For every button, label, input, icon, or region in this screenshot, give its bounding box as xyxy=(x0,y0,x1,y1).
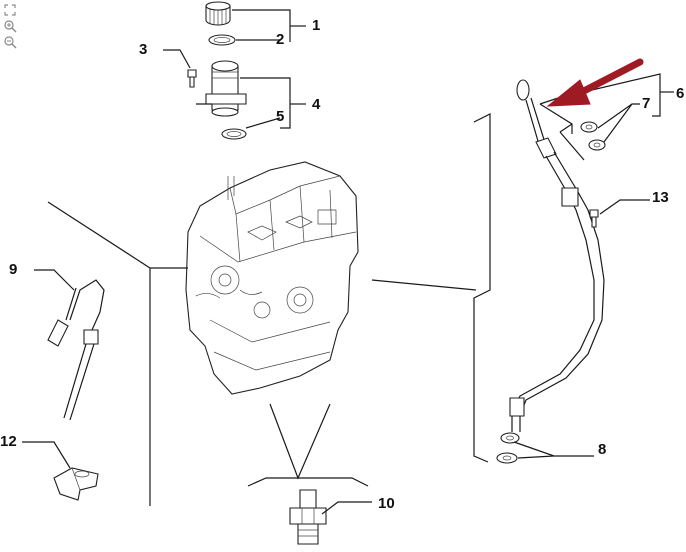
part-oil-filler-cap[interactable] xyxy=(205,1,231,26)
red-indicator-arrow xyxy=(546,58,644,107)
leader-line-12 xyxy=(22,441,71,469)
callout-3[interactable]: 3 xyxy=(139,41,147,58)
callout-2[interactable]: 2 xyxy=(276,31,284,48)
callout-6[interactable]: 6 xyxy=(676,85,684,102)
part-drain-plug-sensor[interactable] xyxy=(289,489,327,545)
leader-line-9 xyxy=(34,269,75,291)
part-dipstick-tube[interactable] xyxy=(509,79,605,432)
leader-lines-top xyxy=(163,9,306,129)
zoom-out-icon[interactable] xyxy=(3,35,17,49)
fit-to-screen-icon[interactable] xyxy=(3,3,17,17)
viewer-toolbar xyxy=(3,3,19,49)
callout-12[interactable]: 12 xyxy=(0,433,17,450)
engine-bracket-lines xyxy=(47,113,491,506)
callout-10[interactable]: 10 xyxy=(378,495,395,512)
leader-lines-right xyxy=(513,73,674,459)
part-screw-3[interactable] xyxy=(187,69,197,88)
zoom-in-icon[interactable] xyxy=(3,19,17,33)
part-sealing-washers-7[interactable] xyxy=(580,121,606,151)
callout-9[interactable]: 9 xyxy=(9,261,17,278)
leader-line-10 xyxy=(247,403,372,515)
part-oil-filler-neck[interactable] xyxy=(205,60,247,117)
engine-assembly-drawing[interactable] xyxy=(185,161,359,395)
callout-4[interactable]: 4 xyxy=(312,96,321,113)
callout-1[interactable]: 1 xyxy=(312,17,320,34)
part-mounting-bracket[interactable] xyxy=(53,467,99,501)
part-filler-gasket[interactable] xyxy=(208,34,236,46)
callout-8[interactable]: 8 xyxy=(598,441,606,458)
part-o-ring[interactable] xyxy=(221,128,247,140)
part-screw-13[interactable] xyxy=(589,209,599,228)
part-washers-8[interactable] xyxy=(496,432,520,464)
callout-7[interactable]: 7 xyxy=(642,95,650,112)
callout-5[interactable]: 5 xyxy=(276,108,284,125)
part-oil-level-sensor[interactable] xyxy=(47,279,105,421)
callout-13[interactable]: 13 xyxy=(652,189,669,206)
